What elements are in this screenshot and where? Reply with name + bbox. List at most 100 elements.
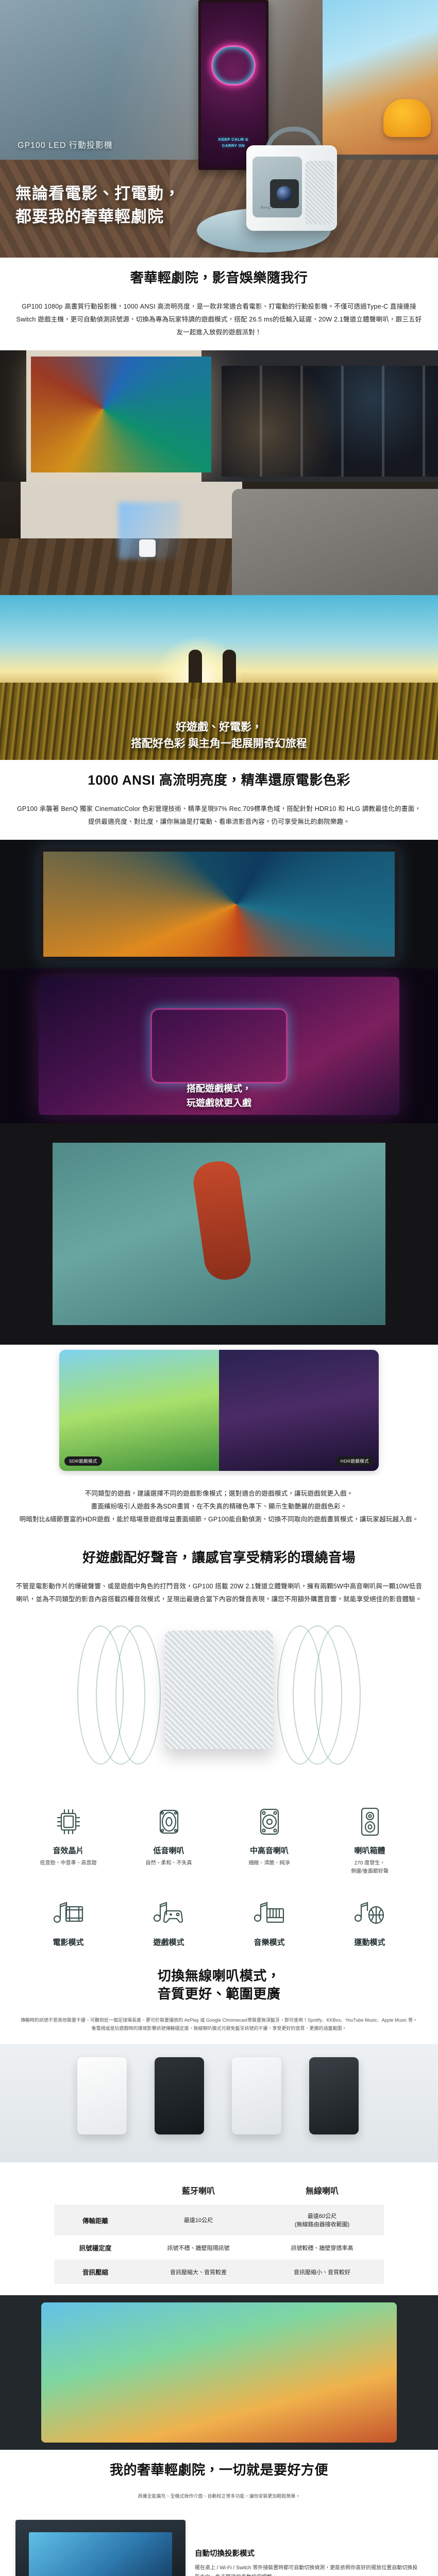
party-game-image (0, 2295, 438, 2450)
sound-component-tweeter: 中高音喇叭 細緻、清脆、純淨 (219, 1801, 319, 1876)
film-note-icon (18, 1892, 119, 1935)
game-color-heading-line1: 搭配遊戲模式， (187, 1083, 251, 1094)
neon-game-frame (39, 977, 399, 1115)
sound-modes-row: 電影模式 遊戲模式 (0, 1884, 438, 1956)
speaker-waves-image (0, 1617, 438, 1793)
feature-desc: 擺在桌上 / Wi-Fi / Switch 等外接裝置時都可自動切換偵測，更能依… (195, 2565, 418, 2576)
brand-logo: BenQ (261, 206, 271, 210)
sound-component-name: 音效晶片 (53, 1846, 84, 1856)
hdr-sample: HDR遊戲模式 (219, 1350, 379, 1471)
wireless-heading-line2: 音質更好、範圍更廣 (157, 1986, 281, 2002)
game-modes-paragraph-1: 不同類型的遊戲，建議選擇不同的遊戲影像模式；選對適合的遊戲模式，讓玩遊戲就更入戲… (85, 1490, 353, 1498)
sound-component-box: 喇叭箱體 270 度發生， 側邊/後面都好聲 (319, 1801, 420, 1876)
hero-banner: KEEP CALM & CARRY ON BenQ GP100 LED 行動投影… (0, 0, 438, 258)
game-mode-comparison-image: SDR遊戲模式 HDR遊戲模式 (0, 1345, 438, 1477)
sofa (232, 489, 438, 596)
projector-body: BenQ (246, 145, 337, 231)
sound-mode-movie: 電影模式 (18, 1892, 119, 1947)
sound-component-desc: 270 度發生， 側邊/後面都好聲 (351, 1860, 389, 1875)
color-demo-image (0, 840, 438, 969)
dragon-game-frame (41, 1131, 397, 1337)
wireless-paragraph: 傳輸時的訊號不受其他裝置干擾、可聽到近一個足球場長度、更可於裝置播放的 AirP… (21, 2018, 417, 2031)
dragon-game-image (0, 1123, 438, 1345)
sound-wave-icon (277, 1625, 323, 1765)
comparison-col-bluetooth: 藍牙喇叭 (181, 2187, 215, 2196)
sound-component-desc: 低音勁、中音準、高音甜 (40, 1860, 97, 1867)
hdr-mode-tag: HDR遊戲模式 (335, 1456, 374, 1466)
device-phone (77, 2057, 127, 2135)
brightness-paragraph: GP100 承襲著 BenQ 獨家 CinematicColor 色彩管理技術、… (16, 805, 422, 826)
projector-speaker-grill (305, 161, 334, 225)
sound-mode-name: 運動模式 (354, 1938, 385, 1947)
ball-note-icon (319, 1892, 420, 1935)
intro-section: 奢華輕劇院，影音娛樂隨我行 GP100 1080p 高畫質行動投影機，1000 … (0, 258, 438, 350)
poster-text-line2: CARRY ON (222, 143, 245, 148)
color-demo-frame (39, 847, 399, 962)
fantasy-field-image: 好遊戲、好電影， 搭配好色彩 與主角一起展開奇幻旅程 (0, 595, 438, 760)
tweeter-icon (219, 1801, 319, 1843)
neon-gamepad-icon (211, 45, 256, 86)
sound-mode-sport: 運動模式 (319, 1892, 420, 1947)
projector-product-image: BenQ (242, 127, 340, 231)
product-name: GP100 LED 行動投影機 (18, 141, 113, 150)
sound-component-name: 喇叭箱體 (354, 1846, 385, 1856)
row-label: 傳輸距離 (82, 2217, 108, 2225)
wall-poster: KEEP CALM & CARRY ON (198, 0, 268, 170)
game-modes-paragraph-3: 明暗對比&細節豐富的HDR遊戲，能於暗場景遊戲增益畫面細節，GP100能自動偵測… (19, 1516, 419, 1523)
convenience-subheading: 具備全能擴充、全機式操作介面、自動校正等多功能，讓你安裝更加輕鬆簡單。 (138, 2494, 300, 2499)
comparison-col-wireless: 無線喇叭 (305, 2187, 339, 2196)
feature-auto-mode: 自動切換投影模式 擺在桌上 / Wi-Fi / Switch 等外接裝置時都可自… (15, 2512, 423, 2576)
hero-tagline-line2: 都要我的奢華輕劇院 (15, 207, 164, 226)
table-row: 音訊壓縮 音訊壓縮大、音質較差 音訊壓縮小、音質較好 (54, 2260, 384, 2284)
hero-floor-left (0, 160, 170, 258)
sound-component-desc: 自然、柔和、不失真 (145, 1860, 192, 1867)
sound-component-chip: 音效晶片 低音勁、中音準、高音甜 (18, 1801, 119, 1876)
wireless-devices-image (0, 2044, 438, 2163)
fantasy-heading-line2: 搭配好色彩 與主角一起展開奇幻旅程 (131, 737, 307, 750)
wireless-speaker-section: 切換無線喇叭模式， 音質更好、範圍更廣 傳輸時的訊號不受其他裝置干擾、可聽到近一… (0, 1956, 438, 2044)
brightness-heading: 1000 ANSI 高流明亮度，精準還原電影色彩 (88, 772, 350, 788)
row-bluetooth-value: 最遠10公尺 (183, 2217, 213, 2224)
intro-paragraph: GP100 1080p 高畫質行動投影機，1000 ANSI 高流明亮度，是一款… (16, 303, 422, 336)
sound-mode-name: 電影模式 (53, 1938, 84, 1947)
wall-projection-thumb (15, 2520, 186, 2576)
city-window (222, 366, 438, 477)
sdr-mode-tag: SDR遊戲模式 (64, 1456, 102, 1466)
sound-component-woofer: 低音喇叭 自然、柔和、不失真 (119, 1801, 219, 1876)
sdr-sample: SDR遊戲模式 (59, 1350, 219, 1471)
row-bluetooth-value: 訊號不穩、牆壁阻隔訊號 (167, 2245, 230, 2251)
sound-component-name: 中高音喇叭 (249, 1846, 289, 1856)
poster-text-line1: KEEP CALM & (218, 137, 249, 142)
comparison-table: 藍牙喇叭 無線喇叭 傳輸距離 最遠10公尺 最遠60公尺 (無線路由器接收範圍)… (54, 2177, 384, 2284)
row-label: 音訊壓縮 (82, 2269, 108, 2277)
projector-lens (270, 179, 299, 208)
sound-mode-game: 遊戲模式 (119, 1892, 219, 1947)
convenience-section: 我的奢華輕劇院，一切就是要好方便 具備全能擴充、全機式操作介面、自動校正等多功能… (0, 2450, 438, 2512)
comparison-empty-header (54, 2177, 137, 2205)
row-bluetooth-value: 音訊壓縮大、音質較差 (170, 2269, 227, 2276)
sound-heading: 好遊戲配好聲音，讓感官享受精彩的環繞音場 (82, 1550, 356, 1566)
sound-mode-name: 遊戲模式 (153, 1938, 184, 1947)
sound-wave-icon (115, 1625, 161, 1765)
feature-title: 自動切換投影模式 (195, 2549, 255, 2558)
device-tablet (155, 2057, 204, 2135)
wireless-heading-line1: 切換無線喇叭模式， (157, 1968, 281, 1984)
sound-components-row: 音效晶片 低音勁、中音準、高音甜 低音喇叭 自然、柔和、不失真 (0, 1792, 438, 1884)
game-modes-paragraph-2: 畫面繽紛吸引人遊戲多為SDR畫質，在不失真的精確色準下、顯示生動艷麗的遊戲色彩。 (91, 1503, 347, 1511)
speaker-comparison-section: 藍牙喇叭 無線喇叭 傳輸距離 最遠10公尺 最遠60公尺 (無線路由器接收範圍)… (0, 2162, 438, 2295)
convenience-heading: 我的奢華輕劇院，一切就是要好方便 (109, 2462, 328, 2478)
sound-section: 好遊戲配好聲音，讓感官享受精彩的環繞音場 不管是電影動作片的爆破聲響、或是遊戲中… (0, 1537, 438, 1617)
sound-paragraph: 不管是電影動作片的爆破聲響、或是遊戲中角色的打鬥音效，GP100 搭載 20W … (15, 1583, 423, 1603)
device-laptop (232, 2057, 281, 2135)
row-wireless-value: 最遠60公尺 (無線路由器接收範圍) (294, 2213, 350, 2228)
sound-mode-name: 音樂模式 (254, 1938, 285, 1947)
chip-icon (18, 1801, 119, 1843)
projected-screen (31, 357, 211, 473)
sound-component-name: 低音喇叭 (153, 1846, 184, 1856)
fantasy-heading-line1: 好遊戲、好電影， (176, 721, 262, 734)
sound-component-desc: 細緻、清脆、純淨 (248, 1860, 290, 1867)
theater-scene-image (0, 350, 438, 482)
grass-field (0, 683, 438, 760)
projector-front-face: BenQ (252, 157, 302, 217)
